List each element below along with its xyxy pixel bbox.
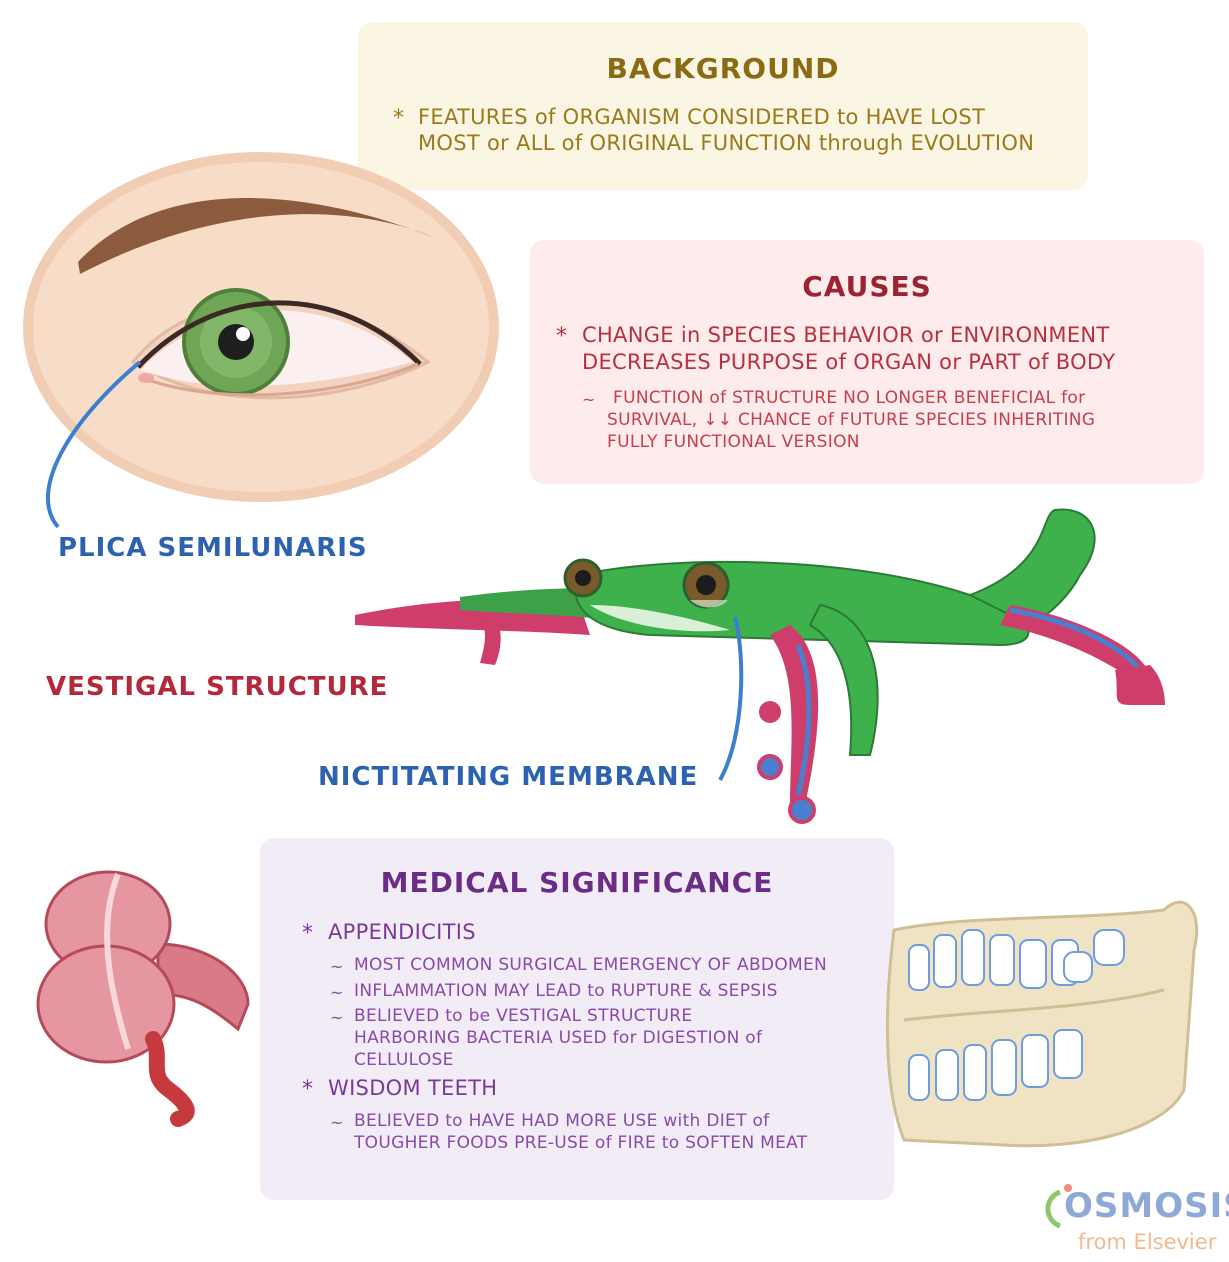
vestigal-structure-label: VESTIGAL STRUCTURE — [46, 672, 389, 702]
medical-significance-title: MEDICAL SIGNIFICANCE — [380, 866, 774, 899]
causes-sub-line: FUNCTION of STRUCTURE NO LONGER BENEFICI… — [613, 388, 1086, 408]
medical-sub-line: BELIEVED to HAVE HAD MORE USE with DIET … — [354, 1111, 770, 1131]
eye-illustration — [23, 152, 499, 529]
appendix-illustration — [36, 870, 250, 1127]
wisdom-teeth-heading: WISDOM TEETH — [328, 1076, 498, 1100]
sub-bullet-icon: ~ — [330, 1113, 344, 1132]
medical-sub-line: CELLULOSE — [354, 1050, 454, 1070]
sub-bullet-icon: ~ — [330, 983, 344, 1002]
causes-sub-line: SURVIVAL, ↓↓ CHANCE of FUTURE SPECIES IN… — [607, 410, 1096, 430]
nictitating-membrane-label: NICTITATING MEMBRANE — [318, 762, 699, 792]
background-text-line: FEATURES of ORGANISM CONSIDERED to HAVE … — [418, 105, 986, 129]
frog-illustration — [355, 508, 1165, 824]
logo-subtitle: from Elsevier — [1078, 1230, 1217, 1254]
bullet-icon: * — [393, 106, 405, 131]
sub-bullet-icon: ~ — [330, 957, 344, 976]
plica-semilunaris-label: PLICA SEMILUNARIS — [58, 533, 368, 563]
causes-panel — [530, 240, 1204, 484]
medical-sub-line: BELIEVED to be VESTIGAL STRUCTURE — [354, 1006, 693, 1026]
causes-text-line: CHANGE in SPECIES BEHAVIOR or ENVIRONMEN… — [582, 323, 1110, 347]
sub-bullet-icon: ~ — [330, 1008, 344, 1027]
bullet-icon: * — [556, 324, 568, 349]
jaw-illustration — [885, 900, 1199, 1148]
medical-sub-line: INFLAMMATION MAY LEAD to RUPTURE & SEPSI… — [354, 981, 778, 1001]
bullet-icon: * — [302, 921, 314, 946]
causes-title: CAUSES — [802, 270, 932, 303]
causes-text-line: DECREASES PURPOSE of ORGAN or PART of BO… — [582, 350, 1116, 374]
bullet-icon: * — [302, 1077, 314, 1102]
medical-significance-panel — [260, 838, 894, 1200]
medical-sub-line: MOST COMMON SURGICAL EMERGENCY OF ABDOME… — [354, 955, 828, 975]
logo-name: OSMOSIS — [1064, 1186, 1229, 1226]
appendicitis-heading: APPENDICITIS — [328, 920, 476, 944]
sub-bullet-icon: ~ — [582, 390, 596, 409]
causes-sub-line: FULLY FUNCTIONAL VERSION — [607, 432, 860, 452]
medical-sub-line: HARBORING BACTERIA USED for DIGESTION of — [354, 1028, 763, 1048]
background-panel — [358, 22, 1088, 190]
background-text-line: MOST or ALL of ORIGINAL FUNCTION through… — [418, 131, 1035, 155]
medical-sub-line: TOUGHER FOODS PRE-USE of FIRE to SOFTEN … — [354, 1133, 808, 1153]
osmosis-logo-icon — [1045, 1184, 1072, 1229]
background-title: BACKGROUND — [606, 52, 840, 85]
